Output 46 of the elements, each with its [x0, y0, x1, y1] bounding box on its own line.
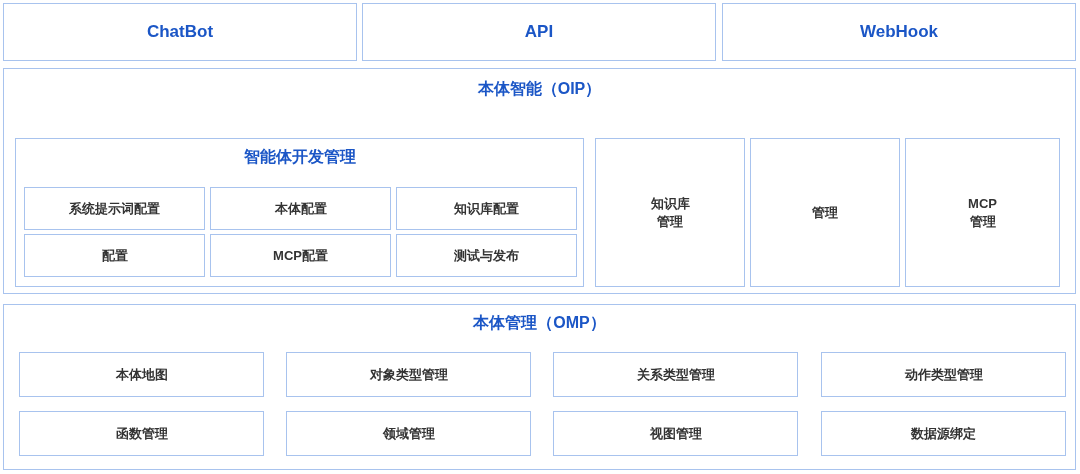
- module-box: [24, 187, 205, 230]
- module-box: [553, 352, 798, 397]
- group-panel: [3, 68, 1076, 294]
- module-label: API: [524, 22, 554, 42]
- module-label: 知识库配置: [454, 199, 519, 218]
- module-label: 系统提示词配置: [69, 199, 160, 218]
- group-title: 智能体开发管理: [242, 147, 357, 167]
- module-box: [210, 234, 391, 277]
- module-label: 测试与发布: [454, 246, 519, 265]
- module-box: [396, 187, 577, 230]
- module-box: [821, 411, 1066, 456]
- module-box: [286, 411, 531, 456]
- module-label: 配置: [101, 246, 128, 265]
- module-label: 动作类型管理: [904, 365, 983, 384]
- module-box: [210, 187, 391, 230]
- module-label: 函数管理: [115, 424, 168, 443]
- module-label: WebHook: [859, 22, 939, 42]
- module-label: 领域管理: [382, 424, 435, 443]
- module-label: 知识库管理: [649, 194, 691, 231]
- module-box: [595, 138, 745, 287]
- module-box: [396, 234, 577, 277]
- group-panel: [3, 304, 1076, 470]
- module-box: [905, 138, 1060, 287]
- module-label: 本体配置: [274, 199, 327, 218]
- module-box: [3, 3, 357, 61]
- module-box: [19, 352, 264, 397]
- group-panel: [15, 138, 584, 287]
- module-label: 对象类型管理: [369, 365, 448, 384]
- module-label: 本体地图: [115, 365, 168, 384]
- module-label: 视图管理: [649, 424, 702, 443]
- module-label: 管理: [812, 203, 838, 222]
- module-box: [286, 352, 531, 397]
- module-box: [553, 411, 798, 456]
- module-label: MCP配置: [273, 246, 328, 265]
- module-label: 数据源绑定: [911, 424, 976, 443]
- module-box: [19, 411, 264, 456]
- module-box: [24, 234, 205, 277]
- module-box: [722, 3, 1076, 61]
- module-label: ChatBot: [146, 22, 214, 42]
- module-box: [362, 3, 716, 61]
- group-title: 本体智能（OIP）: [476, 79, 603, 99]
- group-title: 本体管理（OMP）: [472, 313, 607, 333]
- module-box: [821, 352, 1066, 397]
- module-label: 关系类型管理: [636, 365, 715, 384]
- module-box: [750, 138, 900, 287]
- module-label: MCP管理: [967, 194, 998, 231]
